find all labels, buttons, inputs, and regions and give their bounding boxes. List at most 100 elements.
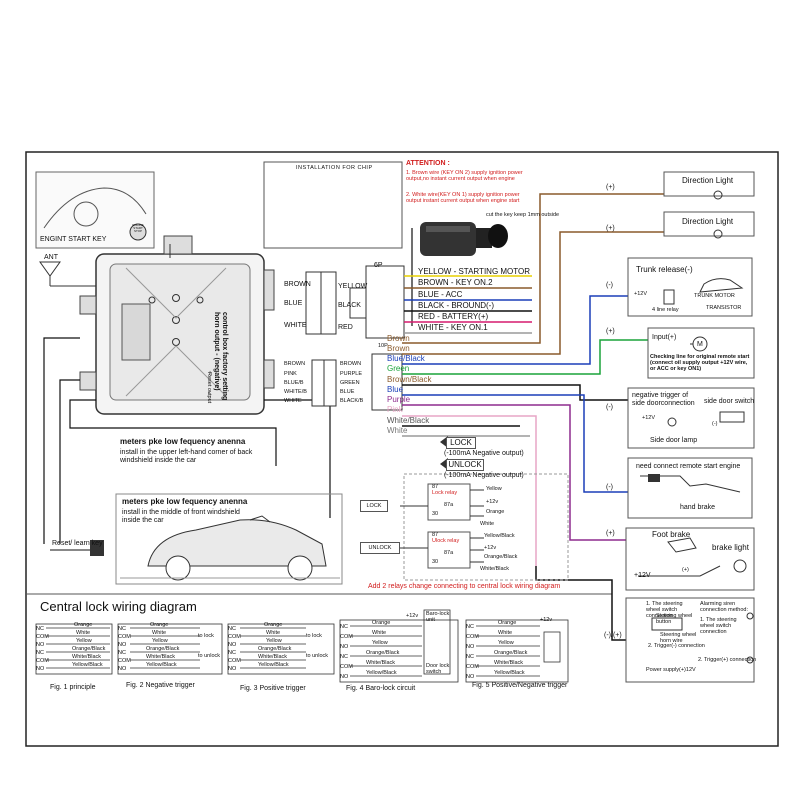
relay-2-pin-30: 30 [432, 559, 439, 565]
wire-6p-brown: BROWN - KEY ON.2 [418, 278, 493, 287]
antenna-note-desc-1: install in the upper left-hand corner of… [120, 449, 253, 465]
fig2-wire-4: White/Black [146, 654, 176, 660]
wire-10p-blue-black: Blue/Black [387, 354, 425, 363]
fig4-wire-5: Yellow/Black [366, 670, 397, 676]
fig4-wire-0: Orange [372, 620, 391, 626]
relay-1-pin-87: 87 [432, 484, 439, 490]
fig5-terminal-1: COM [466, 634, 479, 640]
handbrake-sign: (-) [606, 484, 613, 491]
connector-10p-right-2: GREEN [340, 380, 360, 386]
connector-6p-right-1: BLACK [338, 302, 361, 309]
connector-6p-left-0: BROWN [284, 281, 311, 288]
fig5-wire-1: White [498, 630, 513, 636]
fig2-terminal-5: NO [118, 666, 127, 672]
direction-2-title: Direction Light [682, 217, 734, 226]
engine-start-stop-button[interactable]: ENGINE START STOP [132, 223, 144, 233]
key-note: cut the key keep 1mm outside [486, 212, 560, 218]
relay-note: Add 2 relays change connecting to centra… [368, 583, 561, 590]
trunk-12v: +12V [634, 291, 647, 297]
door-lamp: Side door lamp [650, 437, 698, 444]
relay-1-label: Lock relay [432, 490, 458, 496]
fig5-terminal-0: NC [466, 624, 474, 630]
antenna-label: ANT [44, 254, 58, 261]
door-12v: +12V [642, 415, 655, 421]
control-box-plus: + [208, 370, 213, 377]
antenna-note-title-1: meters pke low fequency anenna [120, 437, 246, 446]
fig4-v12: +12v [406, 613, 419, 619]
fig2-terminal-2: NO [118, 642, 127, 648]
direction-1-title: Direction Light [682, 176, 734, 185]
fig3-to-unlock: to unlock [306, 653, 329, 659]
brake-light-label: brake light [712, 543, 749, 552]
wire-6p-blue: BLUE - ACC [418, 290, 463, 299]
fig3-wire-2: Yellow [266, 638, 282, 644]
trunk-motor: TRUNK MOTOR [694, 293, 735, 299]
relay-1-pin-87a: 87a [444, 502, 454, 508]
relay-2-label: Ulock relay [432, 538, 460, 544]
handbrake-title: need connect remote start engine [636, 463, 741, 470]
siren-sub1: Steering wheel button [656, 613, 693, 625]
fig5-terminal-5: NO [466, 674, 475, 680]
fig3-wire-3: Orange/Black [258, 646, 292, 652]
fig1-wire-5: Yellow/Black [72, 662, 103, 668]
fig5-v12: +12v [540, 617, 553, 623]
fig2-wire-2: Yellow [152, 638, 168, 644]
reset-learn-key[interactable]: Reset/ learn key [52, 540, 103, 547]
fig4-door-switch: Door lock switch [426, 663, 450, 675]
fig5-wire-4: White/Black [494, 660, 524, 666]
fig4-terminal-5: NO [340, 674, 349, 680]
siren-t1: 1. The steering wheel switch connection [646, 601, 683, 619]
relay-lock-tag: LOCK [360, 500, 388, 512]
lock-output-note: (-100mA Negative output) [444, 450, 524, 457]
fig5-wire-0: Orange [498, 620, 517, 626]
fig5-terminal-3: NC [466, 654, 474, 660]
relay-1-pin-30: 30 [432, 511, 439, 517]
door-sign: (-) [606, 404, 613, 411]
relay-1-wire-0: Yellow [486, 486, 502, 492]
relay-2-wire-2: Orange/Black [484, 554, 518, 560]
handbrake-label: hand brake [680, 504, 716, 511]
fig3-terminal-5: NO [228, 666, 237, 672]
lock-output: LOCK [446, 437, 476, 449]
fig1-wire-0: Orange [74, 622, 93, 628]
input-sign: (+) [606, 328, 615, 335]
relay-2-pin-87: 87 [432, 532, 439, 538]
wire-10p-pink: Pink [387, 405, 403, 414]
fig2-wire-0: Orange [150, 622, 169, 628]
wire-10p-brown-black: Brown/Black [387, 375, 432, 384]
fig4-wire-1: White [372, 630, 387, 636]
footbrake-title: Foot brake [652, 530, 691, 539]
connector-6p-left-1: BLUE [284, 300, 303, 307]
figure-1-caption: Fig. 1 principle [50, 684, 96, 691]
figure-4-caption: Fig. 4 Baro-lock circuit [346, 685, 416, 692]
trunk-sign: (-) [606, 282, 613, 289]
fig4-wire-2: Yellow [372, 640, 388, 646]
wire-6p-red: RED - BATTERY(+) [418, 312, 489, 321]
wire-10p-purple: Purple [387, 395, 411, 404]
fig2-to-unlock: to unlock [198, 653, 221, 659]
connector-10p-label: 10P [378, 343, 388, 349]
trunk-title: Trunk release(-) [636, 265, 693, 274]
siren-sub2: 1. The steering wheel switch connection [700, 617, 737, 635]
direction-2-sign: (+) [606, 225, 615, 232]
input-title: Input(+) [652, 334, 677, 341]
wire-10p-white: White [387, 426, 408, 435]
fig1-wire-3: Orange/Black [72, 646, 106, 652]
control-box-factory-label: control box factory setting horn output … [213, 312, 228, 401]
fig5-wire-3: Orange/Black [494, 650, 528, 656]
connector-10p-left-2: BLUE/B [284, 380, 304, 386]
fig4-terminal-1: COM [340, 634, 353, 640]
figure-2-caption: Fig. 2 Negative trigger [126, 682, 195, 689]
fig3-wire-4: White/Black [258, 654, 288, 660]
fig1-terminal-2: NO [36, 642, 45, 648]
fig3-wire-0: Orange [264, 622, 283, 628]
fig2-wire-3: Orange/Black [146, 646, 180, 652]
fig3-terminal-1: COM [228, 634, 241, 640]
wire-10p-green: Green [387, 364, 410, 373]
wire-10p-blue: Blue [387, 385, 404, 394]
relay-2-pin-87a: 87a [444, 550, 454, 556]
attention-note-2: 2. White wire(KEY ON 1) supply ignition … [406, 192, 520, 205]
relay-1-wire-2: Orange [486, 509, 505, 515]
fig1-wire-4: White/Black [72, 654, 102, 660]
siren-sign: (-)/(+) [604, 632, 622, 639]
